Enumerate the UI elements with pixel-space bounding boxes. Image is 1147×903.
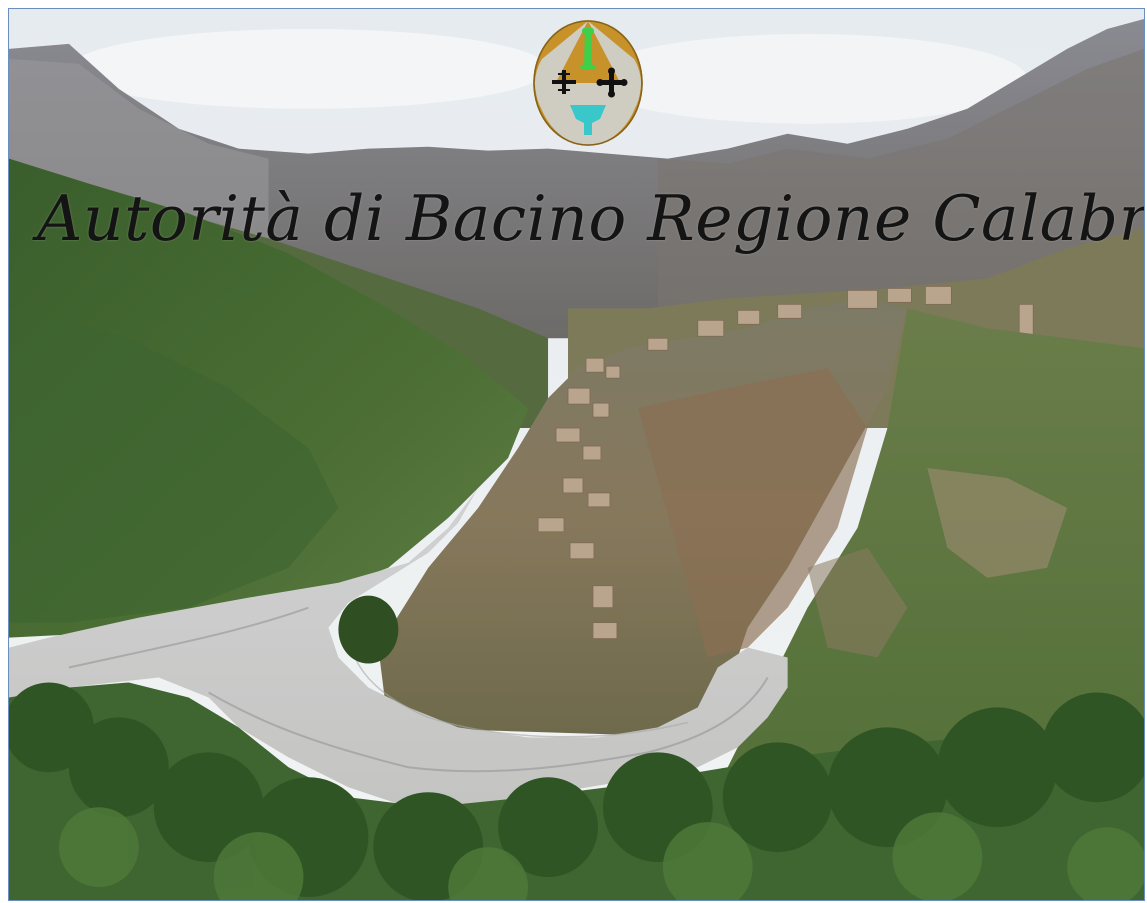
landscape-photo — [9, 9, 1144, 900]
banner-frame: Autorità di Bacino Regione Calabria — [8, 8, 1145, 901]
banner-title: Autorità di Bacino Regione Calabria — [37, 182, 1145, 255]
calabria-coat-of-arms-icon — [533, 20, 643, 146]
